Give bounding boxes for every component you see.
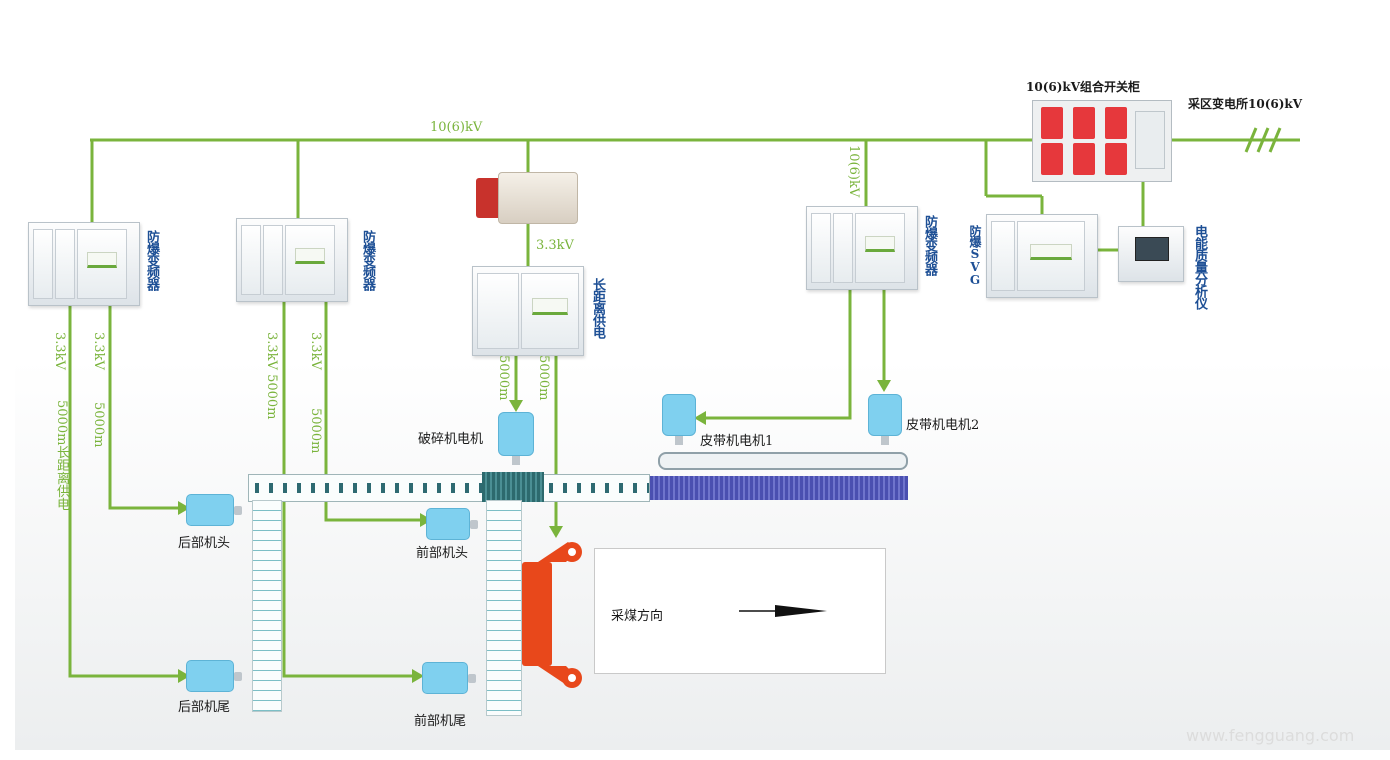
mining-direction-box: 采煤方向 <box>594 548 886 674</box>
mining-direction-label: 采煤方向 <box>611 609 664 624</box>
cable-b-voltage: 3.3kV <box>91 332 106 370</box>
vfd-cabinet-icon <box>28 222 140 306</box>
feed-belt-1 <box>704 285 852 420</box>
belt-pulley <box>658 452 908 470</box>
motor-icon <box>422 662 476 694</box>
shearer-icon <box>522 542 582 688</box>
rear-head-label: 后部机头 <box>178 536 231 551</box>
cable-a-voltage: 3.3kV <box>52 332 67 370</box>
break-symbol-icon <box>1244 127 1282 153</box>
motor-icon <box>662 394 696 445</box>
belt-conveyor <box>650 476 908 500</box>
rear-tail-label: 后部机尾 <box>178 700 231 715</box>
bus-voltage-label: 10(6)kV <box>430 120 483 135</box>
substation-label: 采区变电所10(6)kV <box>1188 97 1303 111</box>
switchgear-icon <box>1032 100 1172 182</box>
crusher-motor-label: 破碎机电机 <box>418 432 484 447</box>
cable-a-length: 5000m长距离供电 <box>54 400 69 511</box>
front-tail-label: 前部机尾 <box>414 714 467 729</box>
transformer-icon <box>476 172 580 224</box>
cable-d-voltage: 3.3kV <box>308 332 323 370</box>
cable-c-label: 3.3kV 5000m <box>264 332 279 420</box>
front-head-label: 前部机头 <box>416 546 469 561</box>
feed-front-tail <box>282 302 412 678</box>
cable-d-length: 5000m <box>308 408 323 454</box>
vfd-left-label: 防爆变频器 <box>144 230 159 290</box>
belt-motor-1-label: 皮带机电机1 <box>700 434 774 449</box>
crusher-block <box>482 472 544 502</box>
cable-e-length: 5000m <box>496 355 511 401</box>
cable-f-length: 5000m <box>536 355 551 401</box>
analyzer-icon <box>1118 226 1184 282</box>
svg-cabinet-icon <box>986 214 1098 298</box>
feed-rear-tail <box>68 302 178 678</box>
vfd-mid-label: 防爆变频器 <box>360 230 375 290</box>
motor-icon <box>426 508 478 540</box>
feed-front-head <box>324 302 420 522</box>
front-conveyor <box>486 500 522 716</box>
footer-watermark: www.fengguang.com <box>1186 726 1355 745</box>
arrow-icon <box>739 605 827 617</box>
vfd-cabinet-icon <box>236 218 348 302</box>
long-supply-label: 长距离供电 <box>590 278 605 338</box>
vfd-cabinet-icon <box>806 206 918 290</box>
belt-motor-2-label: 皮带机电机2 <box>906 418 980 433</box>
switchgear-label: 10(6)kV组合开关柜 <box>1026 80 1141 94</box>
motor-icon <box>186 660 242 692</box>
supply-voltage-label: 3.3kV <box>536 238 574 253</box>
motor-icon <box>186 494 242 526</box>
rear-conveyor <box>252 500 282 712</box>
motor-icon <box>868 394 902 445</box>
long-supply-cabinet-icon <box>472 266 584 356</box>
horizontal-conveyor <box>248 474 650 502</box>
branch-voltage-label: 10(6)kV <box>846 145 861 198</box>
svg-label: 防爆SVG <box>968 225 982 286</box>
cable-b-length: 5000m <box>91 402 106 448</box>
feed-rear-head <box>108 302 178 510</box>
power-quality-label: 电能质量分析仪 <box>1192 225 1207 309</box>
motor-icon <box>498 412 534 465</box>
vfd-right-label: 防爆变频器 <box>922 215 937 275</box>
